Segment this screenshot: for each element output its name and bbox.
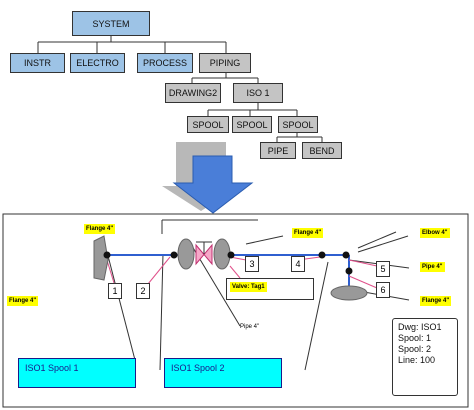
node-spool-2: SPOOL — [232, 116, 272, 133]
node-process: PROCESS — [137, 53, 193, 73]
label-elbow: Elbow 4" — [420, 228, 450, 238]
label-flange-left-top: Flange 4" — [84, 224, 116, 234]
spool2-box: ISO1 Spool 2 — [164, 358, 282, 388]
node-piping: PIPING — [199, 53, 251, 73]
label-flange-left-side: Flange 4" — [7, 296, 39, 306]
item-number-5: 5 — [376, 261, 390, 277]
node-system: SYSTEM — [72, 11, 150, 36]
item-number-4: 4 — [291, 256, 305, 272]
left-flange-shape — [93, 235, 109, 281]
valve-flange-right — [213, 238, 231, 270]
info-line-line: Line: 100 — [398, 355, 436, 365]
node-drawing2: DRAWING2 — [165, 83, 221, 103]
down-arrow-shape — [172, 155, 254, 214]
node-pipe: PIPE — [260, 142, 296, 159]
item-number-2: 2 — [136, 283, 150, 299]
bottom-flange-shape — [330, 285, 368, 301]
label-flange-mid: Flange 4" — [292, 228, 324, 238]
node-spool-3: SPOOL — [278, 116, 318, 133]
spool1-box: ISO1 Spool 1 — [18, 358, 136, 388]
info-line-dwg: Dwg: ISO1 — [398, 322, 442, 332]
info-line-spool-2: Spool: 2 — [398, 344, 432, 354]
valve-tag-box: Valve: Tag1 — [226, 278, 314, 300]
node-instr: INSTR — [10, 53, 65, 73]
node-iso1: ISO 1 — [233, 83, 283, 103]
drawing-info-box: Dwg: ISO1 Spool: 1 Spool: 2 Line: 100 — [392, 318, 458, 396]
valve-tag-label: Valve: Tag1 — [230, 282, 267, 292]
node-spool-1: SPOOL — [187, 116, 229, 133]
item-number-6: 6 — [376, 282, 390, 298]
node-bend: BEND — [302, 142, 342, 159]
valve-body — [195, 243, 213, 266]
node-electro: ELECTRO — [70, 53, 125, 73]
label-flange-right: Flange 4" — [420, 296, 452, 306]
valve-flange-left — [177, 238, 195, 270]
label-pipe-right: Pipe 4" — [420, 262, 445, 272]
item-number-3: 3 — [245, 256, 259, 272]
label-pipe-bottom: Pipe 4" — [240, 324, 260, 330]
item-number-1: 1 — [108, 283, 122, 299]
info-line-spool-1: Spool: 1 — [398, 333, 432, 343]
iso-frame — [2, 213, 469, 408]
